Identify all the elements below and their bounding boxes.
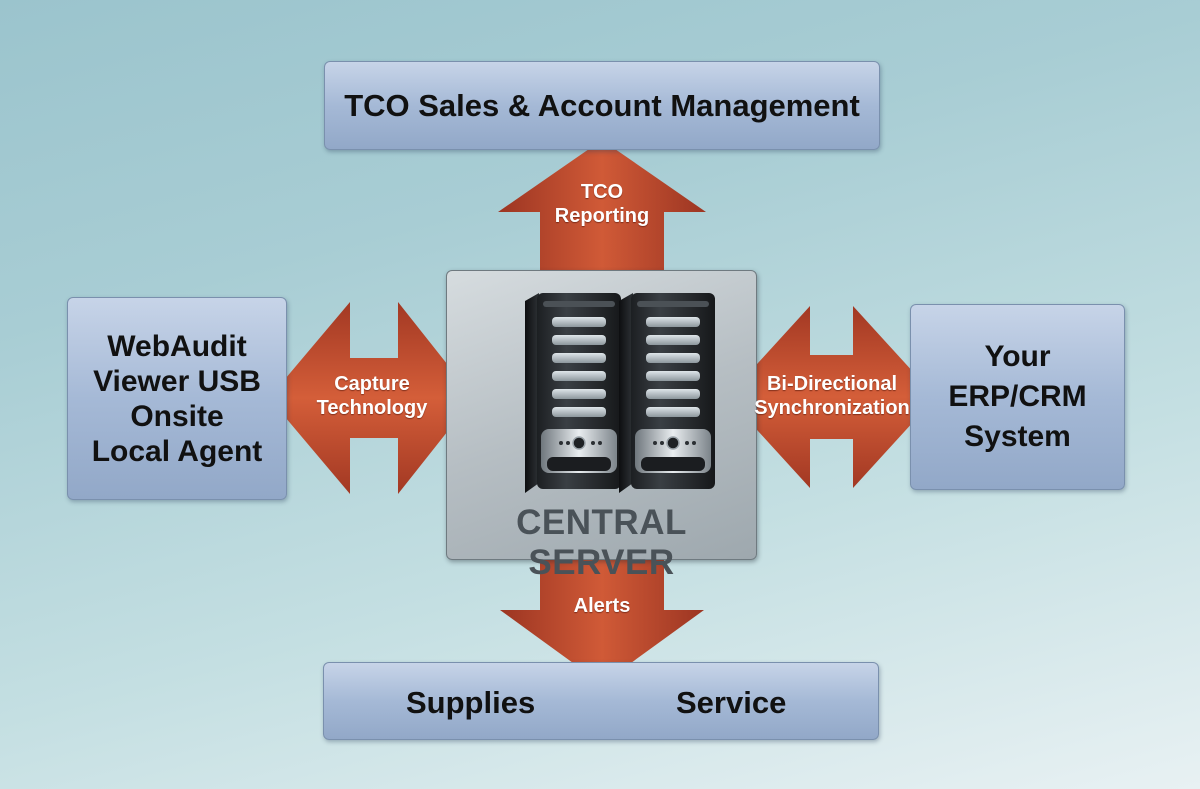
tco-sales-account-management-box: TCO Sales & Account Management [324,61,880,150]
arrow-right-label-line: Synchronization [754,397,910,419]
arrow-up-label: TCO Reporting [540,180,664,228]
arrow-up-label-line: Reporting [554,205,650,227]
left-box-line: Local Agent [91,434,263,468]
arrow-right-label: Bi-Directional Synchronization [736,372,928,420]
supplies-label: Supplies [406,685,536,720]
central-server-box: CENTRAL SERVER [446,270,757,582]
arrow-left-label-line: Capture [334,373,410,395]
top-box-label: TCO Sales & Account Management [344,87,860,123]
left-box-line: WebAudit [107,329,247,363]
arrow-left-label: Capture Technology [300,372,444,420]
erp-crm-system-box: Your ERP/CRM System [910,304,1125,490]
left-box-line: Onsite [130,399,224,433]
right-box-line: Your [984,340,1051,373]
arrow-right-label-line: Bi-Directional [766,373,898,395]
service-label: Service [676,685,787,720]
arrow-down-label-line: Alerts [573,595,631,617]
server-rack-icon [525,293,715,493]
arrow-left-label-line: Technology [316,397,428,419]
arrow-up-label-line: TCO [580,181,624,203]
arrow-left-right-capture [269,302,474,494]
supplies-service-box: Supplies Service [323,662,879,740]
right-box-line: ERP/CRM [948,380,1087,413]
arrow-up [498,140,706,272]
arrow-left-right-sync [727,306,936,488]
central-server-title: CENTRAL SERVER [516,503,687,582]
left-box-line: Viewer USB [93,364,261,398]
arrow-down-label: Alerts [540,594,664,618]
arrow-down [500,558,704,684]
capture-sources-box: WebAudit Viewer USB Onsite Local Agent [67,297,287,500]
right-box-line: System [964,420,1071,453]
